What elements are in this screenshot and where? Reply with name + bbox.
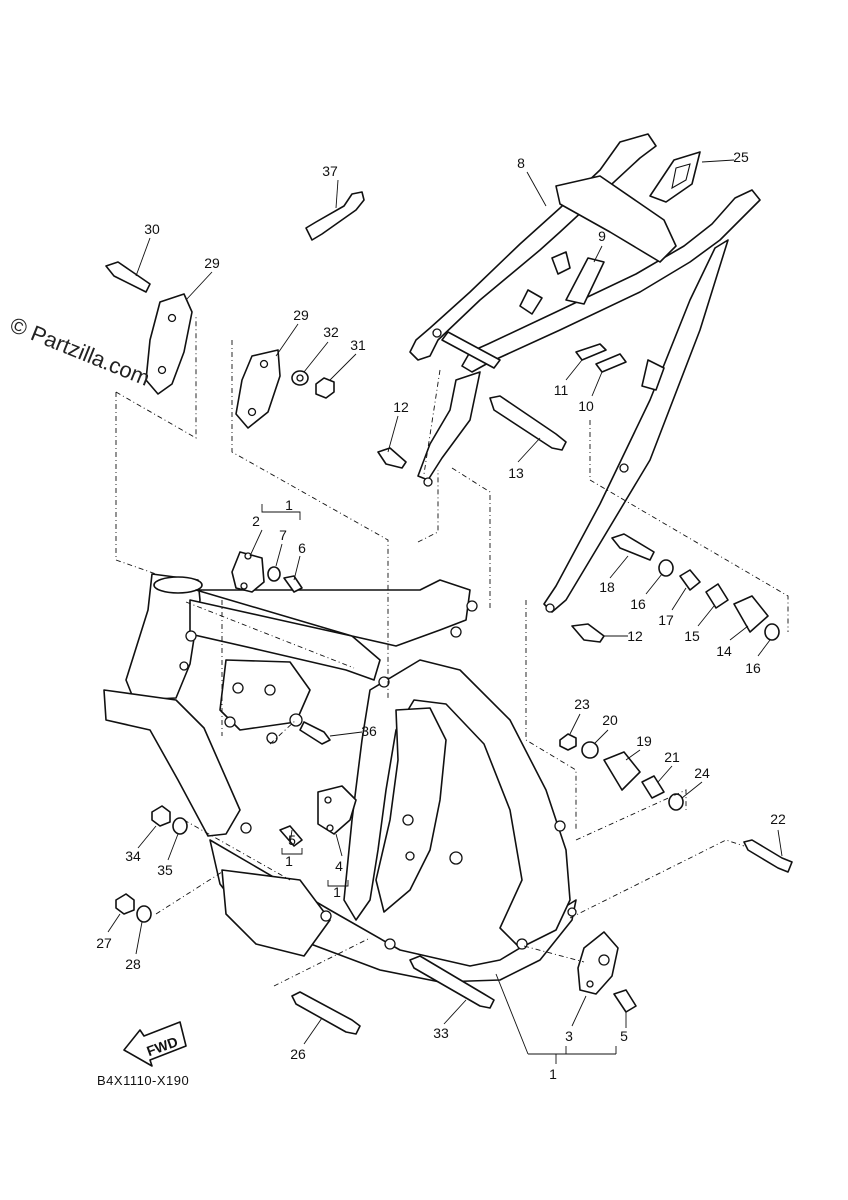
leader-lines bbox=[107, 159, 783, 1064]
part-16-washer-a[interactable] bbox=[658, 559, 674, 577]
callout-c31[interactable]: 31 bbox=[350, 337, 366, 353]
part-32-washer[interactable] bbox=[291, 370, 309, 386]
callout-c28[interactable]: 28 bbox=[125, 956, 141, 972]
callout-c34[interactable]: 34 bbox=[125, 848, 141, 864]
callout-c1d[interactable]: 1 bbox=[549, 1066, 557, 1082]
rear-subframe[interactable] bbox=[409, 133, 761, 613]
callout-c29a[interactable]: 29 bbox=[204, 255, 220, 271]
callout-c6[interactable]: 6 bbox=[298, 540, 306, 556]
callout-c16a[interactable]: 16 bbox=[630, 596, 646, 612]
callout-c32[interactable]: 32 bbox=[323, 324, 339, 340]
callout-c23[interactable]: 23 bbox=[574, 696, 590, 712]
part-28-washer[interactable] bbox=[136, 905, 152, 923]
callout-c10[interactable]: 10 bbox=[578, 398, 594, 414]
part-29-bracket-right[interactable] bbox=[235, 349, 281, 429]
callout-c3[interactable]: 3 bbox=[565, 1028, 573, 1044]
part-11-pad[interactable] bbox=[575, 343, 607, 361]
part-14-bushing[interactable] bbox=[733, 595, 769, 633]
callout-c8[interactable]: 8 bbox=[517, 155, 525, 171]
part-12-bolt-upper[interactable] bbox=[377, 447, 407, 469]
part-20-washer[interactable] bbox=[581, 741, 599, 759]
callout-c30[interactable]: 30 bbox=[144, 221, 160, 237]
part-27-nut[interactable] bbox=[115, 893, 135, 915]
callout-c5a[interactable]: 5 bbox=[288, 832, 296, 848]
callout-c20[interactable]: 20 bbox=[602, 712, 618, 728]
part-12-bolt-lower[interactable] bbox=[571, 623, 605, 643]
part-22-bolt[interactable] bbox=[743, 839, 793, 873]
part-10-pad[interactable] bbox=[595, 353, 627, 373]
part-26-bolt[interactable] bbox=[291, 991, 361, 1035]
part-19-bushing[interactable] bbox=[603, 751, 641, 791]
callout-c4[interactable]: 4 bbox=[335, 858, 343, 874]
part-35-washer[interactable] bbox=[172, 817, 188, 835]
callout-c21[interactable]: 21 bbox=[664, 749, 680, 765]
part-21-collar[interactable] bbox=[641, 775, 665, 799]
callout-c26[interactable]: 26 bbox=[290, 1046, 306, 1062]
callout-c12b[interactable]: 12 bbox=[627, 628, 643, 644]
callout-c35[interactable]: 35 bbox=[157, 862, 173, 878]
part-13-bolt[interactable] bbox=[489, 395, 567, 451]
callout-c13[interactable]: 13 bbox=[508, 465, 524, 481]
callout-c19[interactable]: 19 bbox=[636, 733, 652, 749]
callout-c22[interactable]: 22 bbox=[770, 811, 786, 827]
part-4-bracket[interactable] bbox=[317, 785, 357, 835]
callout-c24[interactable]: 24 bbox=[694, 765, 710, 781]
part-24-washer[interactable] bbox=[668, 793, 684, 811]
part-31-nut[interactable] bbox=[315, 377, 335, 399]
callout-c7[interactable]: 7 bbox=[279, 527, 287, 543]
main-frame[interactable] bbox=[103, 573, 577, 983]
callout-c1c[interactable]: 1 bbox=[333, 884, 341, 900]
callout-c29b[interactable]: 29 bbox=[293, 307, 309, 323]
fwd-arrow-icon: FWD bbox=[123, 1021, 187, 1067]
callout-c36[interactable]: 36 bbox=[361, 723, 377, 739]
part-18-bolt[interactable] bbox=[611, 533, 655, 561]
callout-c16b[interactable]: 16 bbox=[745, 660, 761, 676]
callout-c18[interactable]: 18 bbox=[599, 579, 615, 595]
callout-c5b[interactable]: 5 bbox=[620, 1028, 628, 1044]
part-25-label-plate[interactable] bbox=[649, 151, 701, 203]
callout-c37[interactable]: 37 bbox=[322, 163, 338, 179]
callout-c2[interactable]: 2 bbox=[252, 513, 260, 529]
part-15-bushing[interactable] bbox=[705, 583, 729, 609]
part-3-bracket[interactable] bbox=[577, 931, 619, 995]
part-33-bolt[interactable] bbox=[409, 955, 495, 1009]
callout-c17[interactable]: 17 bbox=[658, 612, 674, 628]
part-16-washer-b[interactable] bbox=[764, 623, 780, 641]
callout-c9[interactable]: 9 bbox=[598, 228, 606, 244]
part-6-bolt[interactable] bbox=[283, 575, 303, 593]
part-36-bolt[interactable] bbox=[289, 713, 331, 745]
part-30-bolt[interactable] bbox=[105, 261, 151, 293]
part-29-bracket-left[interactable] bbox=[145, 293, 193, 395]
callout-c27[interactable]: 27 bbox=[96, 935, 112, 951]
part-17-collar[interactable] bbox=[679, 569, 701, 591]
part-23-nut[interactable] bbox=[559, 733, 577, 751]
callout-c15[interactable]: 15 bbox=[684, 628, 700, 644]
reference-lines bbox=[115, 316, 789, 987]
callout-c14[interactable]: 14 bbox=[716, 643, 732, 659]
callout-c1a[interactable]: 1 bbox=[285, 497, 293, 513]
callout-c11[interactable]: 11 bbox=[554, 382, 569, 398]
part-7-washer[interactable] bbox=[267, 566, 281, 582]
callout-c25[interactable]: 25 bbox=[733, 149, 749, 165]
callout-c33[interactable]: 33 bbox=[433, 1025, 449, 1041]
part-34-nut[interactable] bbox=[151, 805, 171, 827]
callout-c1b[interactable]: 1 bbox=[285, 853, 293, 869]
callout-c12a[interactable]: 12 bbox=[393, 399, 409, 415]
diagram-code: B4X1110-X190 bbox=[97, 1073, 190, 1088]
part-5-bolt-lower[interactable] bbox=[613, 989, 637, 1013]
part-37-tool[interactable] bbox=[305, 191, 365, 241]
part-2-clamp[interactable] bbox=[231, 551, 265, 593]
part-9-pad[interactable] bbox=[565, 257, 605, 305]
